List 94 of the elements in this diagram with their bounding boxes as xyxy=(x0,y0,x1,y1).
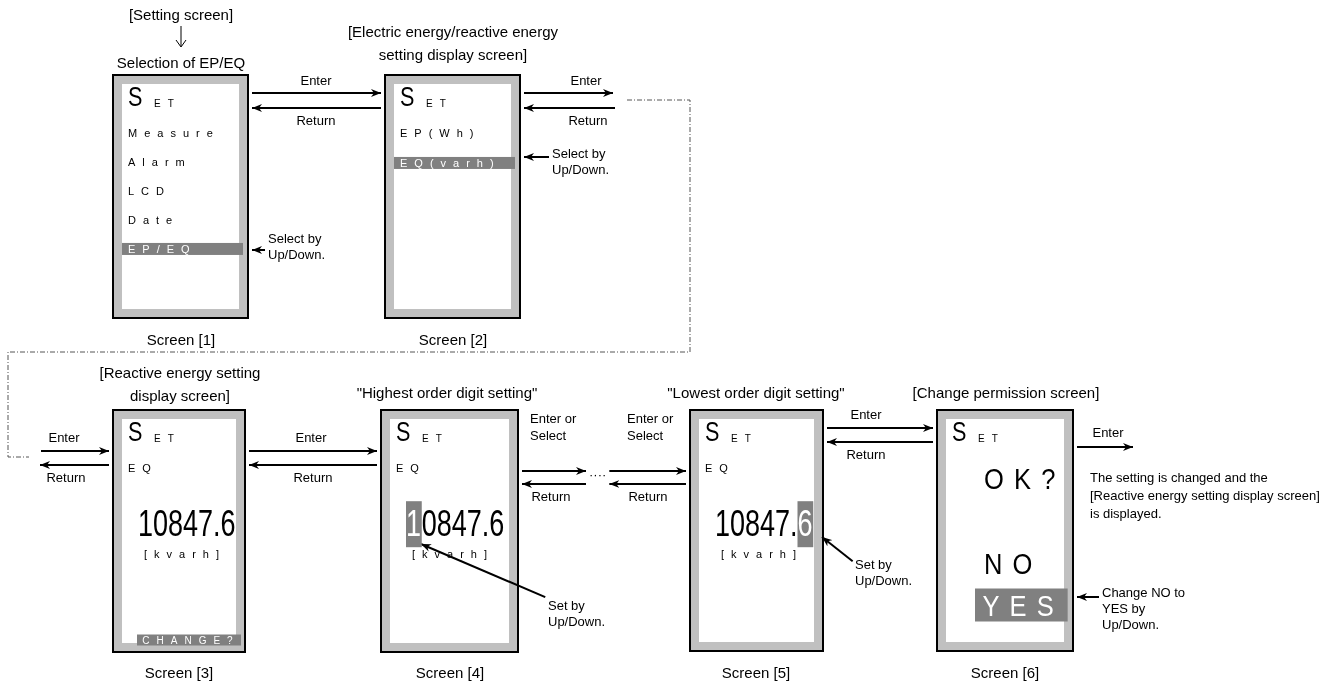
screen-heading: "Lowest order digit setting" xyxy=(667,383,845,403)
title-text: ET xyxy=(154,97,181,109)
lcd-screen xyxy=(936,409,1074,652)
lcd-screen xyxy=(112,74,249,319)
screen-caption: Screen [3] xyxy=(144,663,214,683)
screen-heading: [Change permission screen] xyxy=(912,383,1100,403)
arrow xyxy=(523,89,614,97)
arrow xyxy=(826,424,934,432)
lcd-screen xyxy=(380,409,519,653)
annotation-text: Set by Up/Down. xyxy=(548,598,626,630)
annotation-text: Set by Up/Down. xyxy=(855,557,933,589)
ellipsis: ···· xyxy=(589,464,607,486)
edge-label: Enter xyxy=(295,429,327,446)
menu-item: EQ xyxy=(396,461,426,475)
highlighted-digit: 1 xyxy=(406,501,422,547)
title-initial: S xyxy=(128,83,143,113)
lcd-screen xyxy=(384,74,521,319)
edge-label: Enter xyxy=(570,72,602,89)
highlighted-option: YES xyxy=(975,588,1068,622)
edge-label: Enter or Select xyxy=(530,410,578,444)
unit-text: [kvarh] xyxy=(721,547,803,561)
screen-caption: Screen [5] xyxy=(721,663,791,683)
energy-value: 10847.6 xyxy=(138,504,236,544)
edge-label: Return xyxy=(628,488,668,505)
title-text: ET xyxy=(422,432,449,444)
screen-caption: Screen [2] xyxy=(418,330,488,350)
menu-item: Alarm xyxy=(128,155,192,169)
arrow xyxy=(608,467,687,475)
arrow xyxy=(1076,443,1134,451)
title-initial: S xyxy=(128,418,143,448)
lcd-screen xyxy=(689,409,824,652)
title-text: ET xyxy=(978,432,1005,444)
arrow xyxy=(251,89,382,97)
annotation-text: Select by Up/Down. xyxy=(268,231,346,263)
energy-value: 10847. xyxy=(715,504,798,544)
screen-heading: [Electric energy/reactive energy setting display screen] xyxy=(346,22,560,65)
leader-line xyxy=(821,536,854,563)
screen-heading: [Setting screen] xyxy=(128,5,234,25)
arrow xyxy=(521,467,587,475)
edge-label: Return xyxy=(531,488,571,505)
leader-line xyxy=(1076,593,1100,601)
arrow xyxy=(251,104,382,112)
edge-label: Enter xyxy=(48,429,80,446)
highlighted-change-prompt: CHANGE? xyxy=(137,634,241,646)
menu-item: EQ xyxy=(705,461,735,475)
leader-line xyxy=(251,246,266,254)
energy-value: 0847.6 xyxy=(421,504,505,544)
screen-heading: [Reactive energy setting display screen] xyxy=(98,363,262,406)
edge-label: Return xyxy=(46,469,86,486)
edge-label: Return xyxy=(293,469,333,486)
title-text: ET xyxy=(426,97,453,109)
edge-label: Return xyxy=(296,112,336,129)
title-text: ET xyxy=(154,432,181,444)
menu-item: Measure xyxy=(128,126,220,140)
screen-heading: "Highest order digit setting" xyxy=(356,383,538,403)
edge-label: Return xyxy=(846,446,886,463)
arrow xyxy=(40,447,110,455)
arrow xyxy=(826,438,934,446)
prompt-text: NO xyxy=(984,546,1043,580)
edge-label: Enter xyxy=(300,72,332,89)
arrow xyxy=(248,461,378,469)
screen-caption: Screen [4] xyxy=(415,663,485,683)
annotation-text: Select by Up/Down. xyxy=(552,146,630,178)
title-initial: S xyxy=(952,418,967,448)
menu-item: EQ xyxy=(128,461,158,475)
prompt-text: OK? xyxy=(984,461,1066,495)
highlighted-digit: 6 xyxy=(797,501,814,547)
menu-item: Date xyxy=(128,213,180,227)
result-note: The setting is changed and the [Reactive energy setting display screen] is displayed. xyxy=(1090,469,1321,523)
highlighted-menu-item: EP/EQ xyxy=(122,242,243,256)
edge-label: Enter xyxy=(1092,424,1124,441)
lcd-screen xyxy=(112,409,246,653)
arrow xyxy=(39,461,110,469)
title-text: ET xyxy=(731,432,758,444)
arrow xyxy=(608,480,687,488)
arrow xyxy=(248,447,378,455)
title-initial: S xyxy=(705,418,720,448)
unit-text: [kvarh] xyxy=(144,547,226,561)
leader-line xyxy=(420,543,547,599)
menu-item: EP(Wh) xyxy=(400,126,481,140)
highlighted-menu-item: EQ(varh) xyxy=(394,156,515,170)
arrow xyxy=(521,480,587,488)
screen-caption: Screen [1] xyxy=(146,330,216,350)
arrow xyxy=(523,104,616,112)
leader-line xyxy=(523,153,550,161)
annotation-text: Change NO to YES by Up/Down. xyxy=(1102,585,1197,633)
edge-label: Enter or Select xyxy=(627,410,675,444)
title-initial: S xyxy=(400,83,415,113)
edge-label: Enter xyxy=(850,406,882,423)
screen-heading: Selection of EP/EQ xyxy=(116,53,246,73)
screen-caption: Screen [6] xyxy=(970,663,1040,683)
edge-label: Return xyxy=(568,112,608,129)
menu-item: LCD xyxy=(128,184,171,198)
title-initial: S xyxy=(396,418,411,448)
